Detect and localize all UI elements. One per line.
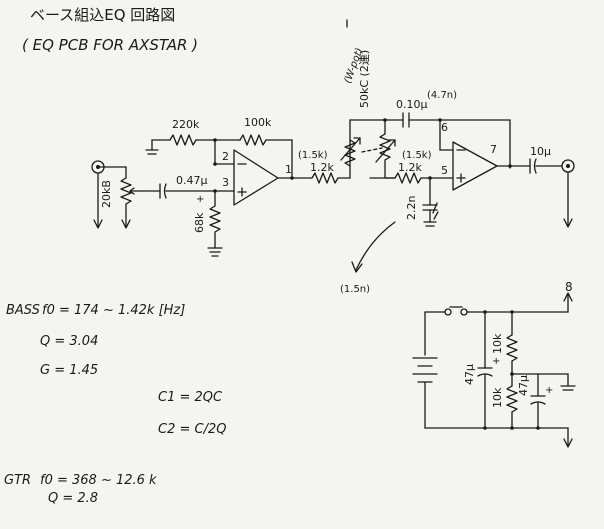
- bass-q: Q = 3.04: [40, 334, 98, 349]
- bass-f0: f0 = 174 ~ 1.42k [Hz]: [42, 303, 185, 318]
- pin-3: 3: [222, 176, 229, 189]
- label-047u: 0.47μ: [176, 174, 208, 187]
- label-47u-a: 47μ: [463, 364, 476, 385]
- pin-1: 1: [285, 163, 292, 176]
- note-4-7n: (4.7n): [427, 90, 457, 101]
- label-10k-b: 10k: [491, 387, 504, 408]
- resistor-68k: [207, 189, 223, 257]
- gtr-q: Q = 2.8: [48, 491, 98, 506]
- label-47u-b: 47μ: [517, 375, 530, 396]
- label-1-2k-b: 1.2k: [398, 161, 422, 174]
- label-plus-47a: +: [492, 356, 500, 367]
- cap-10u: [529, 158, 563, 174]
- input-jack: [91, 160, 127, 229]
- cap-2-2n: [422, 177, 439, 227]
- resistor-1-2k-a: [311, 172, 351, 184]
- page-title: ベース組込EQ 回路図: [30, 6, 175, 24]
- output-jack: [561, 159, 575, 228]
- cap-010u: [384, 112, 511, 169]
- label-10k-a: 10k: [491, 333, 504, 354]
- volume-pot-20kb: [120, 166, 139, 229]
- dual-pot-50kc: [340, 118, 396, 179]
- pin-6: 6: [441, 121, 448, 134]
- pin-7: 7: [490, 143, 497, 156]
- label-1-2k-a: 1.2k: [310, 161, 334, 174]
- pin-2: 2: [222, 150, 229, 163]
- resistor-220k: [145, 134, 217, 166]
- pin-5: 5: [441, 164, 448, 177]
- opamp-2: [439, 119, 531, 191]
- eq-c2: C2 = C/2Q: [158, 422, 226, 437]
- cap-047u: [159, 183, 216, 199]
- label-plus-47b: +: [545, 385, 553, 396]
- label-220k: 220k: [172, 118, 200, 131]
- label-100k: 100k: [244, 116, 272, 129]
- label-10u: 10μ: [530, 145, 551, 158]
- gtr-f0: f0 = 368 ~ 12.6 k: [40, 473, 157, 488]
- label-vplus: 8: [565, 280, 573, 294]
- note-1-5k-a: (1.5k): [298, 150, 328, 161]
- label-plus-047: +: [196, 194, 204, 205]
- label-20kb: 20kB: [100, 180, 113, 208]
- label-50kc: 50kC (2連): [357, 50, 371, 108]
- label-2-2n: 2.2n: [405, 196, 418, 220]
- gtr-label: GTR: [4, 473, 31, 488]
- bass-g: G = 1.45: [40, 363, 98, 378]
- bass-label: BASS: [6, 303, 40, 318]
- resistor-100k: [214, 134, 294, 180]
- note-1-5n: (1.5n): [340, 284, 370, 295]
- note-1-5k-b: (1.5k): [402, 150, 432, 161]
- power-supply: [412, 292, 576, 448]
- label-68k: 68k: [193, 212, 206, 233]
- page-subtitle: ( EQ PCB FOR AXSTAR ): [22, 36, 198, 54]
- label-010u: 0.10μ: [396, 98, 428, 111]
- opamp-1: [214, 149, 313, 206]
- eq-c1: C1 = 2QC: [158, 390, 223, 405]
